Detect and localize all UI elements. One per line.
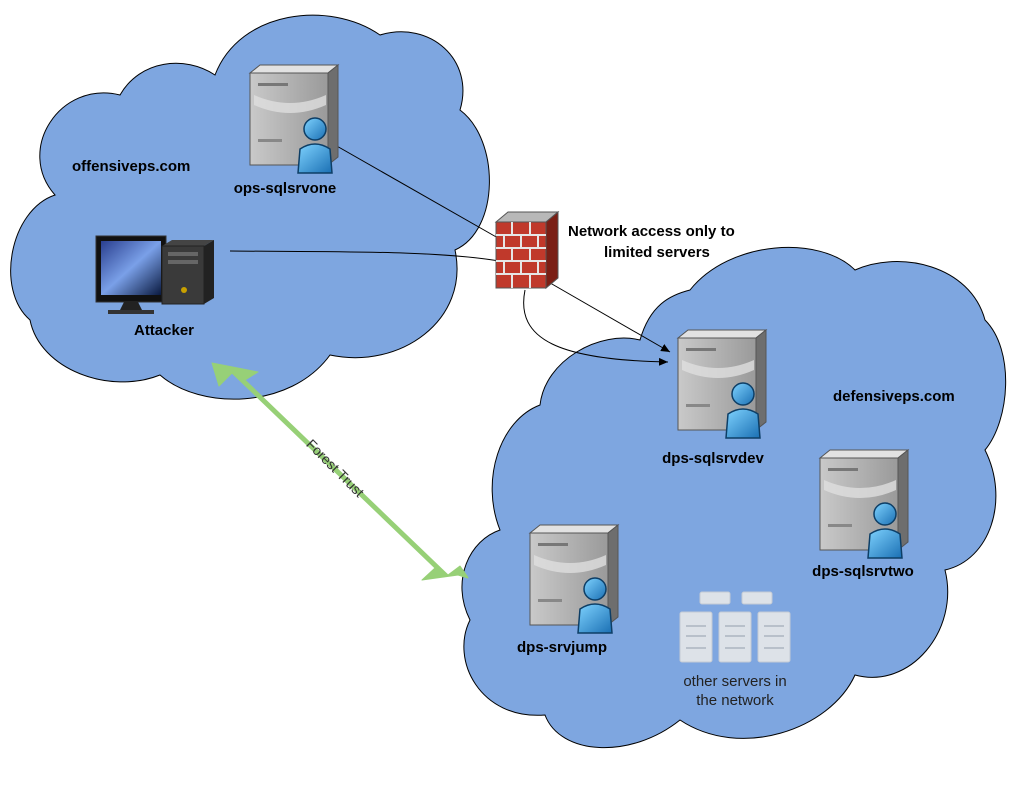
server-rack-icon: [679, 591, 791, 663]
server-user-icon: [529, 524, 619, 634]
firewall-icon: [494, 210, 560, 290]
defensiveps-domain-label: defensiveps.com: [833, 388, 955, 405]
connection-attacker-curve-to-dev: [523, 289, 669, 366]
other-servers-label-line1: other servers in: [683, 673, 787, 690]
connection-attacker-to-firewall: [229, 250, 506, 263]
dps-sqlsrvtwo-label: dps-sqlsrvtwo: [812, 563, 914, 580]
server-user-icon: [677, 329, 767, 439]
connection-firewall-to-dev: [544, 279, 671, 353]
desktop-computer-icon: [95, 235, 214, 314]
firewall-label-line2: limited servers: [604, 244, 710, 261]
connection-ops-to-firewall: [334, 144, 499, 239]
server-user-icon: [249, 64, 339, 174]
ops-sqlsrvone-label: ops-sqlsrvone: [233, 180, 337, 197]
dps-sqlsrvdev-label: dps-sqlsrvdev: [662, 450, 764, 467]
offensiveps-domain-label: offensiveps.com: [72, 158, 191, 175]
dps-srvjump-label: dps-srvjump: [516, 639, 608, 656]
other-servers-label-line2: the network: [696, 692, 774, 709]
firewall-label-line1: Network access only to: [568, 223, 735, 240]
attacker-label: Attacker: [133, 322, 195, 339]
server-user-icon: [819, 449, 909, 559]
double-arrow-icon: [211, 362, 469, 581]
forest-trust-arrow: [211, 362, 469, 581]
